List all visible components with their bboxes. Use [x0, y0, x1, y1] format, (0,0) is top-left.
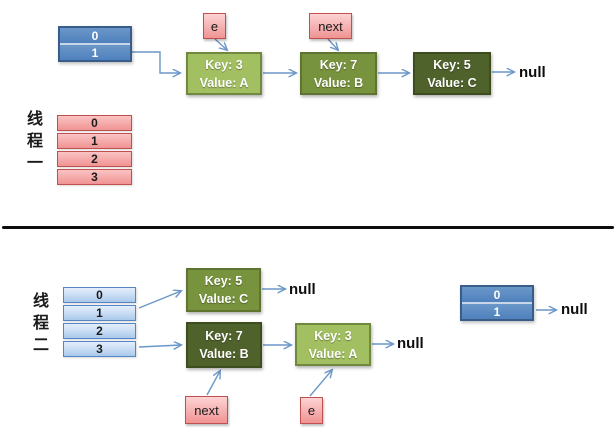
hash-row-2: 2 — [57, 151, 132, 167]
null-label-after-key3: null — [397, 335, 424, 352]
node-value-text: Value: C — [198, 292, 249, 306]
thread1-label: 线程一 — [24, 110, 41, 176]
node-key5-top: Key: 5 Value: C — [413, 52, 491, 95]
arrow-bottom-bucket1-to-key5 — [138, 291, 181, 309]
node-key3-bottom: Key: 3 Value: A — [295, 323, 371, 366]
pointer-next-top: next — [309, 13, 352, 39]
node-value-text: Value: A — [199, 75, 249, 90]
pointer-next-bottom: next — [185, 396, 228, 424]
node-key-text: Key: 3 — [205, 57, 243, 72]
thread2-new-bucket-table: 0 1 — [460, 285, 534, 321]
node-value-text: Value: B — [199, 347, 249, 361]
hash-row-2: 2 — [63, 323, 136, 339]
null-label-after-key5: null — [289, 281, 316, 298]
hash-row-1: 1 — [63, 305, 136, 321]
bucket-row-0: 0 — [60, 28, 130, 43]
node-value-text: Value: B — [313, 75, 364, 90]
node-key-text: Key: 7 — [205, 329, 243, 343]
hash-row-0: 0 — [57, 115, 132, 131]
arrow-bottom-next-to-key7 — [206, 371, 220, 396]
node-key-text: Key: 5 — [204, 274, 243, 288]
hash-row-3: 3 — [63, 341, 136, 357]
section-divider — [2, 226, 614, 229]
pointer-e-bottom: e — [300, 397, 323, 424]
hash-row-0: 0 — [63, 287, 136, 303]
bucket-row-1: 1 — [60, 43, 130, 60]
node-key7-top: Key: 7 Value: B — [300, 52, 377, 95]
node-key-text: Key: 5 — [433, 57, 471, 72]
thread2-label: 线程二 — [30, 292, 47, 358]
node-key7-bottom: Key: 7 Value: B — [186, 322, 262, 368]
node-value-text: Value: A — [308, 346, 358, 361]
hash-row-1: 1 — [57, 133, 132, 149]
bucket-row-0: 0 — [462, 287, 532, 302]
node-key-text: Key: 3 — [314, 328, 352, 343]
thread1-new-bucket-table: 0 1 — [58, 26, 132, 62]
null-label-after-bucket: null — [561, 301, 588, 318]
node-key5-bottom: Key: 5 Value: C — [186, 268, 261, 312]
node-key3-top: Key: 3 Value: A — [186, 52, 262, 95]
node-key-text: Key: 7 — [319, 57, 358, 72]
pointer-e-top: e — [203, 13, 226, 39]
thread1-hash-table: 0 1 2 3 — [57, 115, 132, 185]
node-value-text: Value: C — [427, 75, 477, 90]
arrow-bottom-bucket3-to-key7 — [138, 345, 181, 347]
arrow-bottom-e-to-key3 — [309, 370, 332, 397]
bucket-row-1: 1 — [462, 302, 532, 319]
arrow-top-e-to-key3 — [214, 38, 227, 50]
arrow-top-next-to-key7 — [327, 38, 338, 50]
hash-row-3: 3 — [57, 169, 132, 185]
arrow-top-bucket1-to-key3 — [132, 51, 180, 73]
null-label-top: null — [519, 64, 546, 81]
thread2-hash-table: 0 1 2 3 — [63, 287, 136, 357]
